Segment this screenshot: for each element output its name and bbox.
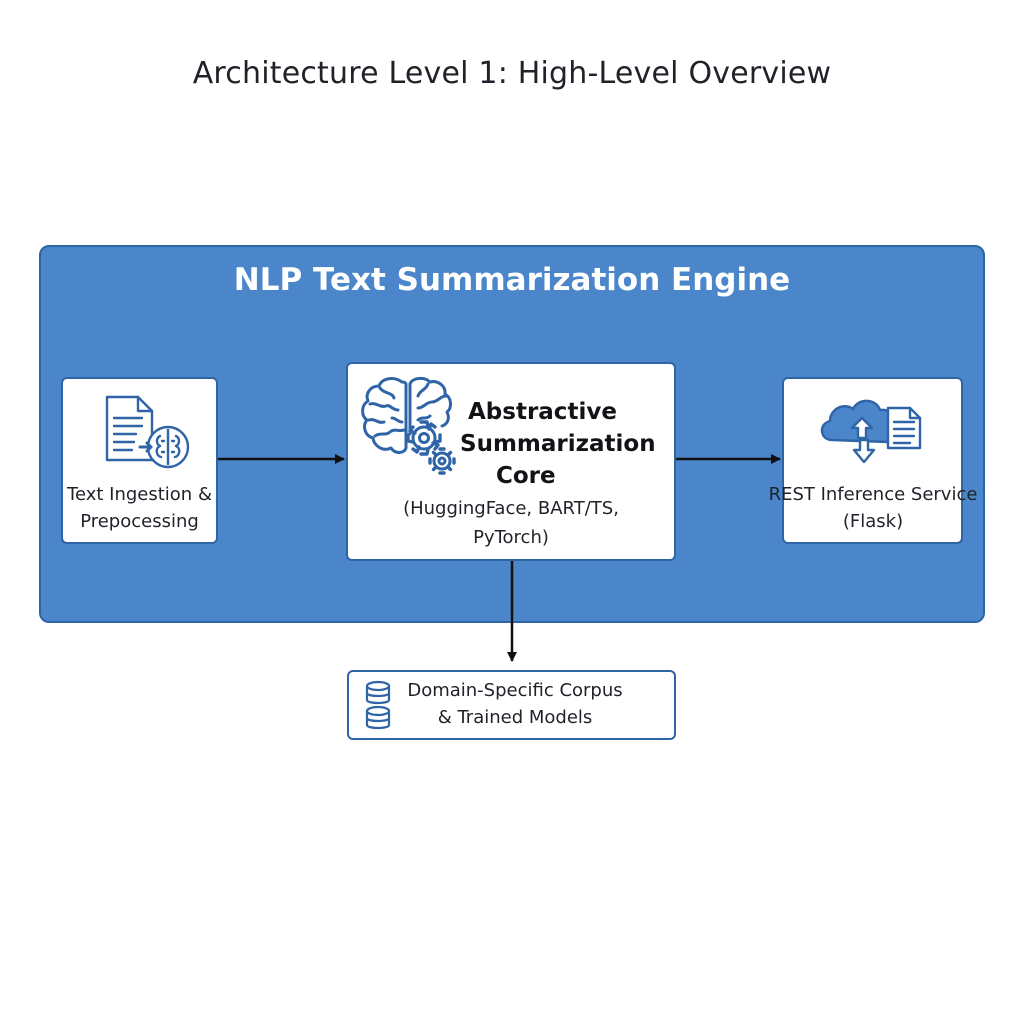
engine-title: NLP Text Summarization Engine — [233, 262, 791, 298]
document-brain-icon — [105, 395, 190, 469]
storage-node[interactable] — [347, 670, 676, 740]
core-subtitle: (HuggingFace, BART/TS, PyTorch) — [403, 498, 619, 548]
page-title: Architecture Level 1: High-Level Overvie… — [192, 56, 832, 91]
ingestion-label: Text Ingestion & Prepocessing — [67, 484, 212, 532]
rest-label: REST Inference Service (Flask) — [768, 484, 978, 532]
rest-service-node[interactable] — [782, 377, 963, 544]
database-icon — [365, 680, 391, 730]
brain-gears-icon — [361, 376, 456, 475]
cloud-document-icon — [820, 399, 922, 464]
storage-label: Domain-Specific Corpus & Trained Models — [407, 680, 623, 728]
core-title: Abstractive Summarization Core — [460, 399, 656, 489]
